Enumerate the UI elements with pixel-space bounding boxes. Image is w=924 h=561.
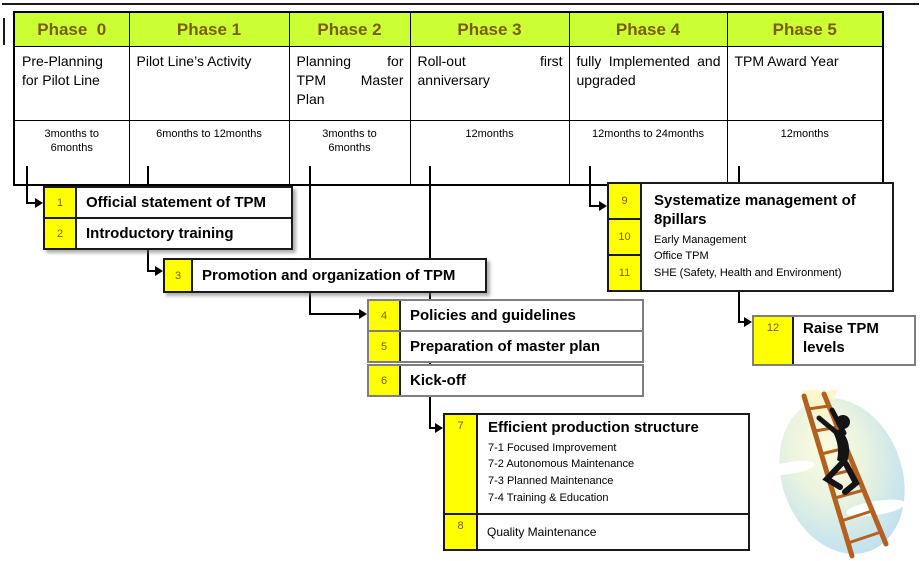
stepbox-production-structure: 7 Efficient production structure 7-1 Foc… [443, 413, 750, 551]
connector-phase4-hline [589, 205, 600, 207]
phase-header-cell: Phase 3 [409, 11, 570, 47]
phase-duration-row: 3months to 6months 6months to 12months 3… [13, 120, 884, 186]
step-number-column: 9 10 11 [609, 184, 642, 290]
stepbox-official-statement: 1 Official statement of TPM 2 Introducto… [43, 186, 293, 250]
phase-header-cell: Phase 0 [13, 11, 130, 47]
connector-phase3-hline [429, 427, 437, 429]
left-edge-stub [3, 18, 5, 45]
phase-desc-cell: fully Implemented and upgraded [568, 46, 728, 121]
step-subitem: Early Management [654, 233, 747, 246]
phase-duration-cell: 3months to 6months [13, 120, 130, 186]
connector-phase2-hline [309, 313, 360, 315]
phase-desc-cell: Planning for TPM Master Plan [288, 46, 411, 121]
stepbox-kickoff: 6 Kick-off [367, 364, 644, 397]
phase-desc-cell: Pilot Line’s Activity [128, 46, 290, 121]
step-content: Systematize management of 8pillars Early… [642, 184, 892, 290]
top-rule [2, 3, 919, 5]
step-number: 6 [369, 366, 401, 395]
phase-header-row: Phase 0 Phase 1 Phase 2 Phase 3 Phase 4 … [13, 11, 884, 47]
step-row: 6 Kick-off [369, 366, 642, 395]
stepbox-policies: 4 Policies and guidelines 5 Preparation … [367, 299, 644, 363]
connector-phase2-vline [309, 166, 311, 315]
step-row: 5 Preparation of master plan [369, 330, 642, 361]
phase-duration-cell: 6months to 12months [128, 120, 290, 186]
step-row: 4 Policies and guidelines [369, 301, 642, 330]
step-number: 2 [45, 219, 77, 248]
phase-desc-cell: TPM Award Year [726, 46, 884, 121]
step-number: 10 [609, 218, 640, 254]
connector-phase0-hline [26, 202, 38, 204]
arrowhead-step9 [599, 201, 607, 211]
step-row: 12 Raise TPM levels [754, 317, 914, 364]
step-subitem: 7-4 Training & Education [488, 491, 609, 504]
connector-phase1-hline [147, 270, 157, 272]
cloud [765, 460, 815, 476]
phase-duration-cell: 12months to 24months [568, 120, 728, 186]
phase-duration-cell: 3months to 6months [288, 120, 411, 186]
step-label: Promotion and organization of TPM [193, 260, 485, 291]
connector-phase3-vline [429, 166, 431, 429]
step-subitem: 7-3 Planned Maintenance [488, 475, 614, 488]
phase-header-cell: Phase 5 [726, 11, 884, 47]
step-number: 5 [369, 332, 401, 361]
person-climbing-ladder-clipart [765, 390, 906, 559]
step-label: Official statement of TPM [77, 188, 291, 217]
stepbox-raise-tpm-levels: 12 Raise TPM levels [752, 315, 916, 366]
phase-table: Phase 0 Phase 1 Phase 2 Phase 3 Phase 4 … [13, 11, 884, 186]
step-label: Preparation of master plan [401, 332, 642, 361]
arrowhead-step4 [359, 309, 367, 319]
phase-description-row: Pre-Planning for Pilot Line Pilot Line’s… [13, 46, 884, 121]
phase-duration-cell: 12months [409, 120, 570, 186]
step-subitem: 7-1 Focused Improvement [488, 441, 617, 454]
phase-desc-cell: Pre-Planning for Pilot Line [13, 46, 130, 121]
cloud [846, 499, 906, 517]
step-label: Kick-off [401, 366, 642, 395]
arrowhead-step12 [744, 317, 752, 327]
connector-phase0-vline [26, 166, 28, 204]
connector-phase4-vline [589, 166, 591, 207]
arrowhead-step3 [155, 266, 163, 276]
step-content: Efficient production structure 7-1 Focus… [478, 415, 748, 513]
step-label: Introductory training [77, 219, 291, 248]
step-label: Raise TPM levels [794, 317, 914, 364]
stepbox-systematize-pillars: 9 10 11 Systematize management of 8pilla… [607, 182, 894, 292]
step-label: Quality Maintenance [478, 515, 748, 549]
step-number: 7 [445, 415, 478, 513]
arrowhead-step7 [435, 423, 443, 433]
step-label: Efficient production structure [488, 419, 699, 436]
step-number: 12 [754, 317, 794, 364]
phase-desc-cell: Roll-out first anniversary [409, 46, 570, 121]
step-number: 9 [609, 184, 640, 218]
step-number: 3 [165, 260, 193, 291]
phase-duration-cell: 12months [726, 120, 884, 186]
step-number: 11 [609, 254, 640, 290]
step-subitem: SHE (Safety, Health and Environment) [654, 266, 842, 279]
step-label: Policies and guidelines [401, 301, 642, 330]
phase-header-cell: Phase 4 [568, 11, 728, 47]
arrowhead-step1 [35, 198, 43, 208]
stepbox-promotion: 3 Promotion and organization of TPM [163, 258, 487, 293]
step-subitem: Office TPM [654, 250, 709, 263]
step-row: 7 Efficient production structure 7-1 Foc… [445, 415, 748, 513]
phase-header-cell: Phase 1 [128, 11, 290, 47]
step-subitem: 7-2 Autonomous Maintenance [488, 458, 635, 471]
step-label: Systematize management of 8pillars [654, 192, 856, 228]
step-row: 2 Introductory training [45, 217, 291, 248]
phase-header-cell: Phase 2 [288, 11, 411, 47]
climbing-person-silhouette [816, 407, 860, 495]
connector-phase5-hline [738, 321, 746, 323]
step-number: 4 [369, 301, 401, 330]
step-row: 8 Quality Maintenance [445, 513, 748, 549]
step-number: 1 [45, 188, 77, 217]
step-row: 1 Official statement of TPM [45, 188, 291, 217]
step-row: 3 Promotion and organization of TPM [165, 260, 485, 291]
step-number: 8 [445, 515, 478, 549]
